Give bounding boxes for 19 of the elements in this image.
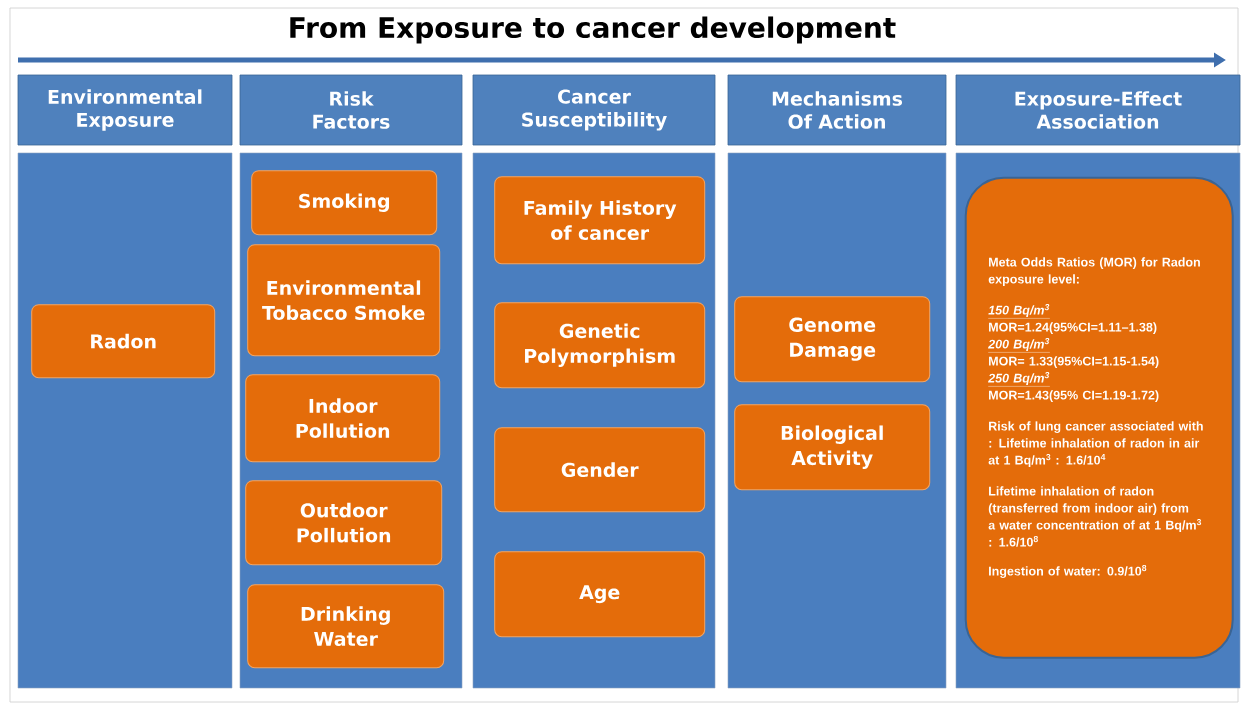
factor-box: Genetic Polymorphism xyxy=(494,302,706,389)
factor-box: Smoking xyxy=(251,170,438,236)
column-header: Cancer Susceptibility xyxy=(472,74,716,146)
title: From Exposure to cancer development xyxy=(290,16,896,44)
column-header: Environmental Exposure xyxy=(17,74,233,146)
factor-box: Gender xyxy=(494,427,706,513)
factor-box: Radon xyxy=(31,304,216,379)
factor-box: Genome Damage xyxy=(734,296,931,383)
results-box: Meta Odds Ratios (MOR) for Radon exposure level: 150 Bq/m$^{3}$ MOR=1.24(95%CI=1.11–1.38) 200 Bq/m$^{3}$ MOR= 1.33(95%CI=1.15-1.54) 250 Bq/m$^{3}$ MOR=1.43(95% CI=1.19-1.72) Risk of lung cancer associated with : Lifetime inhalation of radon in air at 1 Bq/m$^{3}$ : 1.6/10$^{4}$ Lifetime inhalation of radon (transferred from indoor air) from a water concentration of at 1 Bq/m$^{3}$ : 1.6/10$^{8}$ Ingestion of water: 0.9/10$^{8}$ xyxy=(964,176,1234,659)
column-header: Mechanisms Of Action xyxy=(727,74,947,146)
factor-box: Indoor Pollution xyxy=(245,374,441,463)
factor-box: Family History of cancer xyxy=(494,176,706,265)
column-header: Risk Factors xyxy=(239,74,463,146)
factor-box: Outdoor Pollution xyxy=(245,480,443,566)
factor-box: Age xyxy=(494,551,706,638)
factor-box: Biological Activity xyxy=(734,404,931,491)
factor-box: Drinking Water xyxy=(247,584,445,669)
factor-box: Environmental Tobacco Smoke xyxy=(247,244,441,357)
column-header: Exposure-Effect Association xyxy=(955,74,1241,146)
